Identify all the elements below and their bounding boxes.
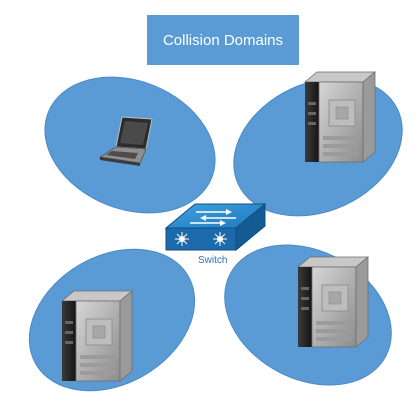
server-icon <box>297 256 369 348</box>
diagram-title: Collision Domains <box>147 15 299 65</box>
server-icon <box>304 71 376 163</box>
diagram-title-text: Collision Domains <box>162 31 284 49</box>
server-icon <box>61 290 133 382</box>
switch-label: Switch <box>198 255 228 266</box>
switch-icon <box>164 202 267 252</box>
laptop-icon <box>98 116 153 166</box>
